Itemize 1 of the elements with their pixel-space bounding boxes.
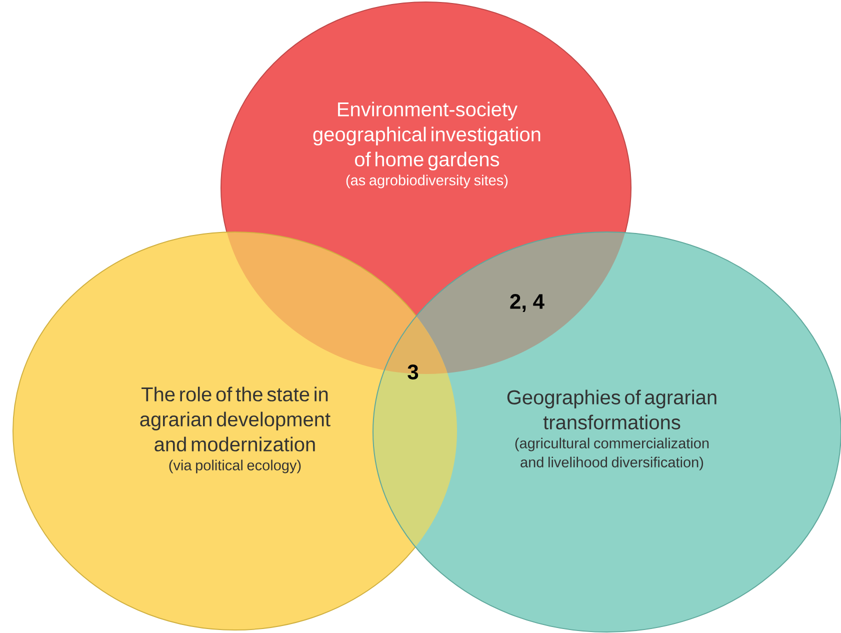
region-number: 2, 4 <box>510 294 544 312</box>
